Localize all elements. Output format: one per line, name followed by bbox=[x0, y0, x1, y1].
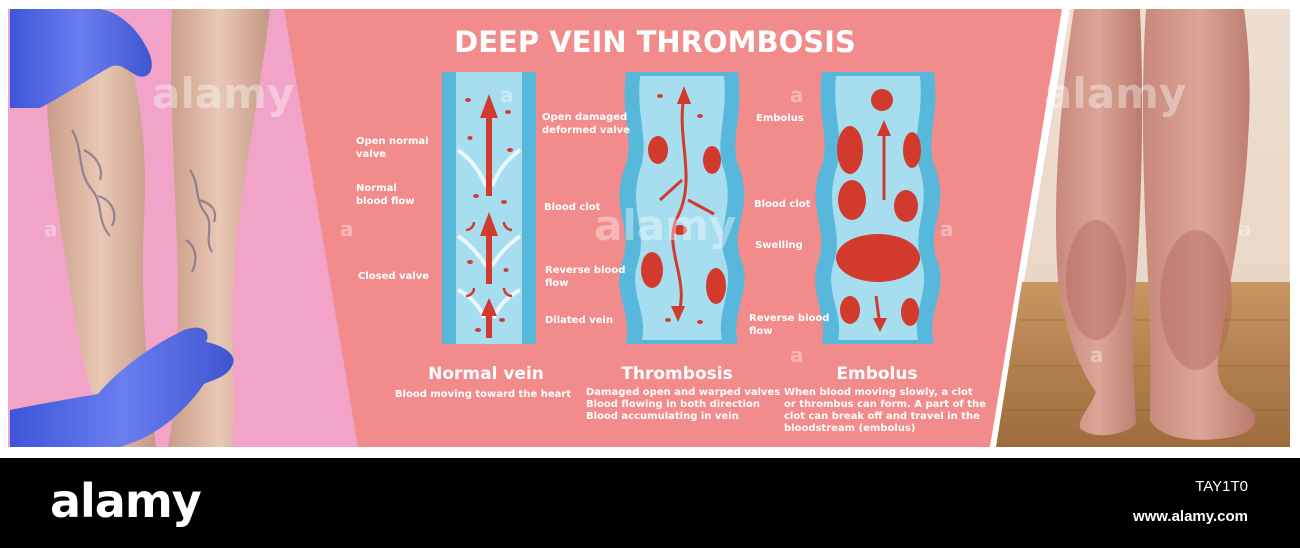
watermark-text-left: alamy bbox=[152, 69, 294, 118]
watermark-letter: a bbox=[940, 217, 954, 241]
label-dilated-vein: Dilated vein bbox=[545, 315, 613, 326]
heading-thrombosis: Thrombosis bbox=[621, 364, 732, 384]
normal-valves bbox=[456, 148, 522, 319]
thrombosis-clots bbox=[641, 94, 726, 324]
label-reverse-blood-flow: Reverse blood flow bbox=[545, 265, 629, 289]
watermark-text-right: alamy bbox=[1044, 69, 1186, 118]
label-open-normal-valve: Open normal valve bbox=[356, 136, 432, 160]
varicose-veins bbox=[71, 129, 217, 273]
normal-flow-arrows bbox=[465, 94, 513, 338]
thrombosis-flow-lines bbox=[658, 95, 715, 317]
watermark-letter: a bbox=[340, 217, 354, 241]
alamy-logo[interactable]: alamy bbox=[50, 474, 202, 528]
label-open-damaged-valve: Open damaged deformed valve bbox=[542, 112, 631, 136]
watermark-letter: a bbox=[790, 343, 804, 367]
heading-embolus: Embolus bbox=[836, 364, 917, 384]
image-id: TAY1T0 bbox=[1195, 478, 1248, 495]
normal-vein-labels: Open normal valve Normal blood flow Clos… bbox=[356, 136, 432, 282]
label-swelling: Swelling bbox=[755, 240, 803, 251]
normal-vein-illustration bbox=[442, 72, 536, 344]
normal-blood-cells bbox=[465, 98, 513, 332]
upper-glove bbox=[10, 9, 152, 108]
watermark-letter: a bbox=[1090, 343, 1104, 367]
embolus-labels: Embolus Blood clot Swelling Reverse bloo… bbox=[749, 113, 833, 337]
alamy-watermarks: alamy alamy alamy a a a a a a a a bbox=[44, 69, 1252, 367]
label-blood-clot: Blood clot bbox=[544, 202, 601, 213]
thrombosis-labels: Open damaged deformed valve Blood clot R… bbox=[542, 112, 631, 326]
caption-embolus: When blood moving slowly, a clot or thro… bbox=[784, 387, 989, 434]
caption-thrombosis: Damaged open and warped valves Blood flo… bbox=[586, 387, 784, 422]
thrombosis-vein-illustration bbox=[619, 72, 745, 344]
embolus-vein-illustration bbox=[815, 72, 941, 344]
swollen-right-leg bbox=[1142, 9, 1256, 440]
lower-glove bbox=[10, 327, 234, 447]
embolus-clots bbox=[836, 89, 921, 326]
right-photo-swollen-legs bbox=[990, 9, 1290, 447]
watermark-letter: a bbox=[790, 83, 804, 107]
label-blood-clot-embolus: Blood clot bbox=[754, 199, 811, 210]
label-reverse-blood-flow-embolus: Reverse blood flow bbox=[749, 313, 833, 337]
collage-artwork: DEEP VEIN THROMBOSIS bbox=[8, 9, 1290, 447]
heading-normal-vein: Normal vein bbox=[428, 364, 544, 384]
label-closed-valve: Closed valve bbox=[358, 271, 429, 282]
label-normal-blood-flow: Normal blood flow bbox=[356, 183, 415, 207]
alamy-footer-bar: alamy TAY1T0 www.alamy.com bbox=[0, 458, 1300, 548]
swollen-left-leg bbox=[1055, 9, 1143, 436]
caption-normal-vein: Blood moving toward the heart bbox=[395, 389, 571, 400]
infographic-title: DEEP VEIN THROMBOSIS bbox=[454, 25, 856, 59]
label-embolus: Embolus bbox=[756, 113, 804, 124]
watermark-letter: a bbox=[44, 217, 58, 241]
watermark-letter: a bbox=[1238, 217, 1252, 241]
watermark-letter: a bbox=[500, 83, 514, 107]
skin-discoloration bbox=[1066, 220, 1232, 370]
site-url-link[interactable]: www.alamy.com bbox=[1132, 508, 1248, 525]
watermark-text-center: alamy bbox=[594, 201, 736, 250]
